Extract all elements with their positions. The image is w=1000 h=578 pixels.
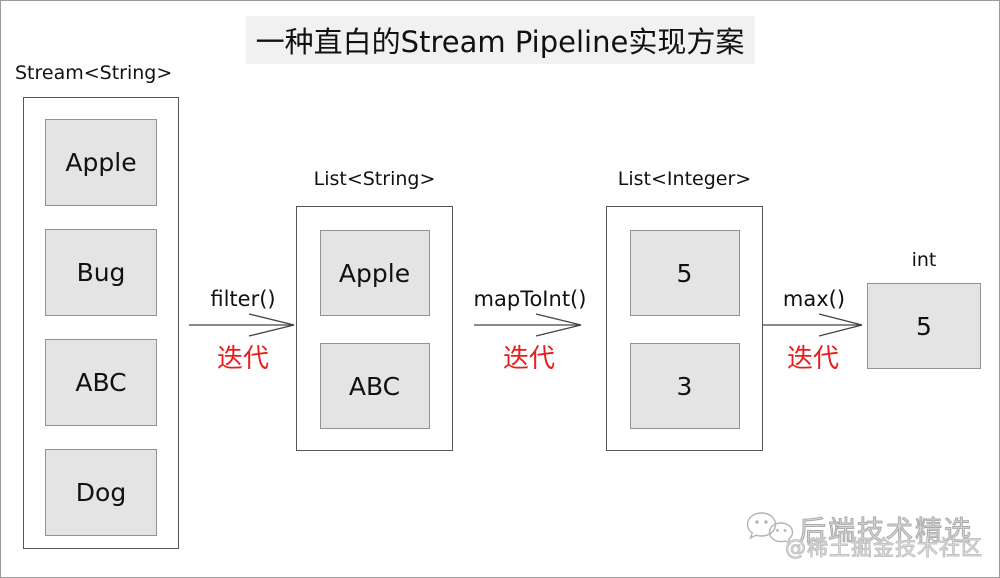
list-integer-column-label: List<Integer> (617, 168, 752, 190)
stream-container: Apple Bug ABC Dog (23, 97, 179, 549)
map-to-int-iterate-label: 迭代 (502, 344, 555, 374)
list-integer-item: 3 (629, 343, 740, 429)
watermark: 后端技术精选 @稀土掘金技术社区 (745, 507, 985, 563)
watermark-text-primary: 后端技术精选 (799, 516, 973, 548)
map-to-int-op-label: mapToInt() (473, 287, 587, 311)
watermark-text-secondary: @稀土掘金技术社区 (785, 536, 983, 561)
wechat-icon (746, 512, 794, 545)
list-string-item: ABC (319, 343, 430, 429)
list-integer-container: 5 3 (606, 206, 763, 451)
diagram-title: 一种直白的Stream Pipeline实现方案 (245, 16, 755, 64)
list-string-column-label: List<String> (313, 168, 436, 190)
list-integer-item: 5 (629, 230, 740, 316)
filter-arrow-icon (189, 313, 295, 337)
result-value-box: 5 (867, 283, 981, 369)
list-string-container: Apple ABC (296, 206, 453, 451)
result-type-label: int (911, 249, 937, 271)
max-op-label: max() (782, 287, 846, 311)
max-iterate-label: 迭代 (786, 344, 839, 374)
max-arrow-icon (763, 313, 863, 337)
filter-iterate-label: 迭代 (216, 344, 269, 374)
stream-item: Dog (45, 449, 157, 536)
stream-item: Bug (45, 229, 157, 316)
stream-column-label: Stream<String> (15, 62, 173, 84)
stream-item: Apple (45, 119, 157, 206)
list-string-item: Apple (319, 230, 430, 316)
filter-op-label: filter() (210, 287, 276, 311)
stream-item: ABC (45, 339, 157, 426)
map-to-int-arrow-icon (474, 313, 582, 337)
